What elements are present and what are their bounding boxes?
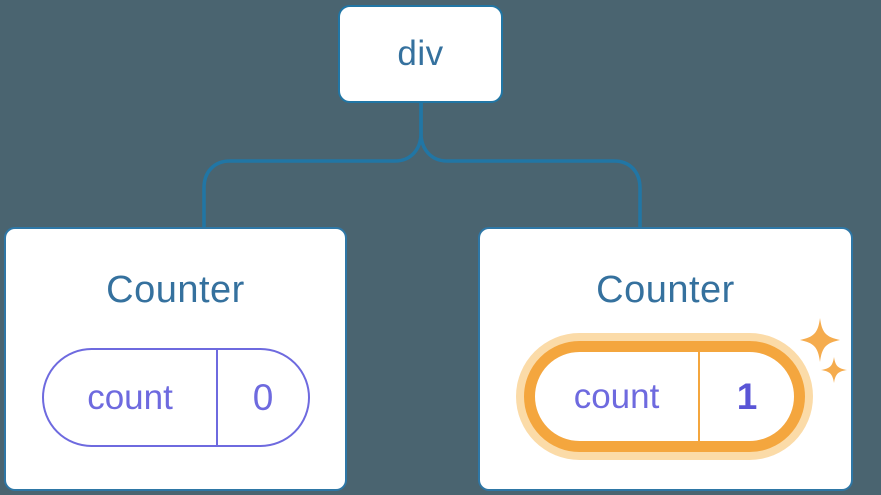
state-value: 0 [252,376,274,418]
counter-card-left: Counter count 0 [4,227,347,491]
state-key-label: count [87,377,173,417]
pill-divider [698,352,700,441]
state-pill-highlight-halo: count 1 [516,333,813,460]
root-node-div: div [338,5,503,103]
root-node-label: div [397,34,444,73]
counter-card-right: Counter count 1 [478,227,853,491]
state-pill: count 0 [42,348,310,447]
connector-right-branch [419,103,642,228]
sparkle-small [821,357,847,383]
state-value: 1 [736,375,758,417]
state-key-label: count [573,376,660,416]
component-title: Counter [596,269,735,311]
sparkle-large [800,318,840,362]
connector-left-branch [202,103,423,228]
state-pill-highlighted: count 1 [524,341,805,452]
pill-divider [216,350,218,445]
component-title: Counter [106,269,245,311]
